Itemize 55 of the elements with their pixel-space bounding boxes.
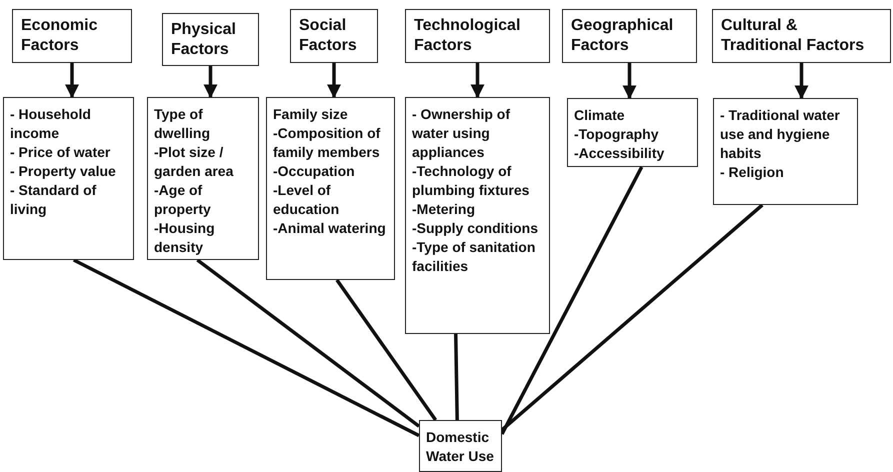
category-box bbox=[405, 9, 550, 63]
factor-text: -Technology of plumbing fixtures bbox=[412, 162, 530, 200]
arrow bbox=[470, 63, 484, 98]
factor-text: Family size bbox=[273, 105, 349, 124]
factor-text: -Housing density bbox=[154, 219, 216, 257]
factor-text: -Accessibility bbox=[574, 144, 666, 163]
arrow bbox=[204, 66, 218, 98]
category-box bbox=[12, 9, 132, 63]
arrow bbox=[327, 63, 341, 98]
factor-text: Climate bbox=[574, 106, 626, 125]
category-box bbox=[162, 13, 259, 66]
factor-text: -Topography bbox=[574, 125, 660, 144]
factor-text: Domestic Water Use bbox=[426, 428, 495, 466]
factor-list-box bbox=[3, 97, 134, 260]
factor-text: -Composition of family members bbox=[273, 124, 382, 162]
factor-list-box bbox=[147, 97, 259, 260]
category-box bbox=[712, 9, 891, 63]
factor-text: - Traditional water use and hygiene habits bbox=[720, 106, 841, 163]
connector-line bbox=[500, 204, 764, 432]
factor-list-box bbox=[713, 98, 858, 205]
category-box bbox=[562, 9, 697, 63]
connector-line bbox=[196, 258, 420, 428]
factor-text: -Supply conditions bbox=[412, 219, 539, 238]
factor-text: - Standard of living bbox=[10, 181, 98, 219]
factor-text: -Level of education bbox=[273, 181, 340, 219]
category-title: Physical Factors bbox=[171, 20, 237, 60]
arrow bbox=[65, 63, 79, 98]
connector-line bbox=[500, 166, 644, 435]
factor-text: Type of dwelling bbox=[154, 105, 211, 143]
connector-line bbox=[454, 334, 459, 420]
factor-text: -Metering bbox=[412, 200, 476, 219]
factor-list-box bbox=[567, 98, 698, 167]
category-box bbox=[290, 9, 378, 63]
category-title: Technological Factors bbox=[414, 16, 522, 56]
factor-text: -Plot size / garden area bbox=[154, 143, 234, 181]
factor-text: -Animal watering bbox=[273, 219, 387, 238]
factor-text: - Price of water bbox=[10, 143, 112, 162]
factor-list-box bbox=[405, 97, 550, 334]
factor-text: - Property value bbox=[10, 162, 117, 181]
outcome-box bbox=[419, 420, 502, 472]
arrow bbox=[794, 63, 808, 100]
factor-text: - Household income bbox=[10, 105, 92, 143]
category-title: Cultural & Traditional Factors bbox=[721, 16, 866, 56]
factor-list-box bbox=[266, 97, 395, 280]
factor-text: - Ownership of water using appliances bbox=[412, 105, 511, 162]
factor-text: - Religion bbox=[720, 163, 785, 182]
connector-line bbox=[72, 258, 420, 438]
connector-line bbox=[336, 279, 438, 421]
category-title: Social Factors bbox=[299, 16, 358, 56]
category-title: Geographical Factors bbox=[571, 16, 674, 56]
factor-text: -Type of sanitation facilities bbox=[412, 238, 536, 276]
factor-text: -Age of property bbox=[154, 181, 212, 219]
category-title: Economic Factors bbox=[21, 16, 98, 56]
arrow bbox=[622, 63, 636, 100]
factor-text: -Occupation bbox=[273, 162, 356, 181]
